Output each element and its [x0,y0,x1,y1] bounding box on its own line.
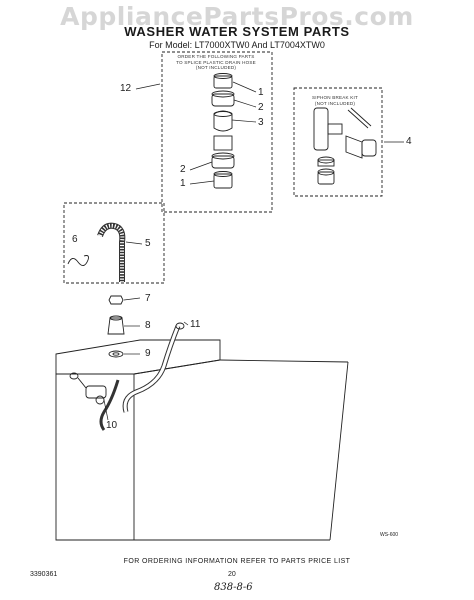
kit-right-box [293,87,383,197]
model-line: For Model: LT7000XTW0 And LT7004XTW0 [149,40,325,50]
diagram-title: WASHER WATER SYSTEM PARTS [124,24,350,39]
kit-right-note: SIPHON BREAK KIT (NOT INCLUDED) [300,95,370,106]
callout-1: 1 [180,178,186,189]
callout-5: 5 [145,238,151,249]
kit-left-note: ORDER THE FOLLOWING PARTS TO SPLICE PLAS… [166,54,266,71]
watermark-text: AppliancePartsPros.com [60,2,414,31]
pump-fitting [69,372,107,405]
callout-9: 9 [145,348,151,359]
kit-left-parts [211,73,235,189]
callout-1: 1 [258,87,264,98]
clamp-wire [67,255,89,266]
callout-2: 2 [258,102,264,113]
kit-right-note-line: (NOT INCLUDED) [314,100,356,106]
callout-4: 4 [406,136,412,147]
page-number: 20 [228,571,236,578]
internal-hose [99,379,120,431]
washer-cabinet [55,339,349,541]
figure-code: WS-600 [380,532,399,538]
kit-left-note-line: TO SPLICE PLASTIC DRAIN HOSE [176,59,256,65]
kit-right-parts [313,107,377,185]
small-fittings [107,295,125,358]
ordering-footer: FOR ORDERING INFORMATION REFER TO PARTS … [123,558,351,565]
callout-7: 7 [145,293,151,304]
kit-left-box [161,51,273,213]
drain-hose [122,325,181,413]
callout-6: 6 [72,234,78,245]
kit-left-note-line: (NOT INCLUDED) [195,65,237,71]
leader-lines [103,81,404,421]
kit-left-note-line: ORDER THE FOLLOWING PARTS [177,54,255,59]
handwritten-note: 838-8-6 [214,582,253,593]
callout-3: 3 [258,117,264,128]
callout-10: 10 [106,420,118,431]
hose-kit-box [63,202,165,284]
kit-right-note-line: SIPHON BREAK KIT [311,95,359,100]
part-number: 3390361 [30,571,58,578]
callout-2: 2 [180,164,186,175]
callout-8: 8 [145,320,151,331]
callout-12: 12 [120,83,132,94]
callout-11: 11 [190,319,201,330]
corrugated-hose [97,222,126,282]
